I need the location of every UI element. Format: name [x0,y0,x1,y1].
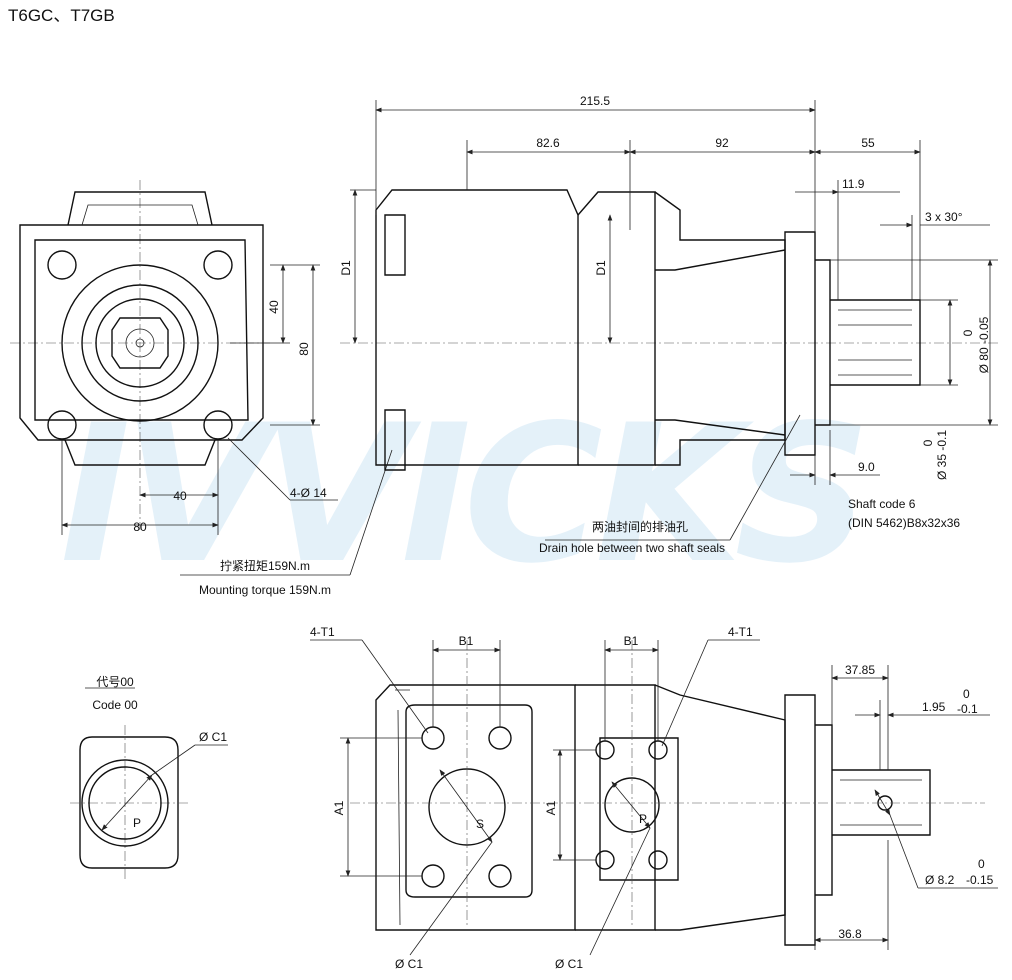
tol-minus-0-1: -0.1 [957,702,978,716]
shaft-diameter: Ø 35 -0.1 [935,430,949,480]
shaft-spec-label: (DIN 5462)B8x32x36 [848,516,960,530]
d1-right-label: D1 [594,260,608,276]
torque-label-cn: 拧紧扭矩159N.m [220,559,310,573]
b1-label-left: B1 [459,634,474,648]
shaft-tol-upper: 0 [921,439,935,446]
drain-label-en: Drain hole between two shaft seals [539,541,725,555]
dim-11-9: 11.9 [842,177,865,191]
dim-40-horizontal: 40 [173,489,187,503]
key-tol-lower: -0.15 [966,873,994,887]
code-label-en: Code 00 [92,698,138,712]
pilot-tol-upper: 0 [961,329,975,336]
front-view [10,180,393,576]
t1-label-left: 4-T1 [310,625,335,639]
side-view [340,100,1000,541]
dim-9: 9.0 [858,460,875,474]
drain-label-cn: 两油封间的排油孔 [592,519,688,534]
port-s-label: S [476,817,484,831]
code-p-label: P [133,816,141,830]
c1-label-right: Ø C1 [555,957,583,971]
dim-55: 55 [861,136,875,150]
dim-total-length: 215.5 [580,94,610,108]
page-title: T6GC、T7GB [8,6,115,25]
shaft-code-label: Shaft code 6 [848,497,916,511]
code-c1-label: Ø C1 [199,730,227,744]
dim-82-6: 82.6 [536,136,560,150]
chamfer-label: 3 x 30° [925,210,963,224]
a1-label-left: A1 [332,800,346,815]
holes-label: 4-Ø 14 [290,486,327,500]
dim-80-vertical: 80 [297,342,311,356]
key-diameter: Ø 8.2 [925,873,955,887]
dim-80-horizontal: 80 [133,520,147,534]
dim-36-8: 36.8 [838,927,862,941]
code-label-cn: 代号00 [96,675,134,689]
dim-92: 92 [715,136,729,150]
bottom-view [310,639,998,956]
dim-40-vertical: 40 [267,300,281,314]
torque-label-en: Mounting torque 159N.m [199,583,331,597]
key-tol-upper: 0 [978,857,985,871]
dim-37-85: 37.85 [845,663,875,677]
code-view [70,687,228,880]
b1-label-right: B1 [624,634,639,648]
t1-label-right: 4-T1 [728,625,753,639]
d1-left-label: D1 [339,260,353,276]
tol-zero-upper: 0 [963,687,970,701]
dim-1-95: 1.95 [922,700,946,714]
a1-label-right: A1 [544,800,558,815]
c1-label-left: Ø C1 [395,957,423,971]
port-p-label: P [639,812,647,826]
pilot-diameter: Ø 80 -0.05 [977,316,991,373]
